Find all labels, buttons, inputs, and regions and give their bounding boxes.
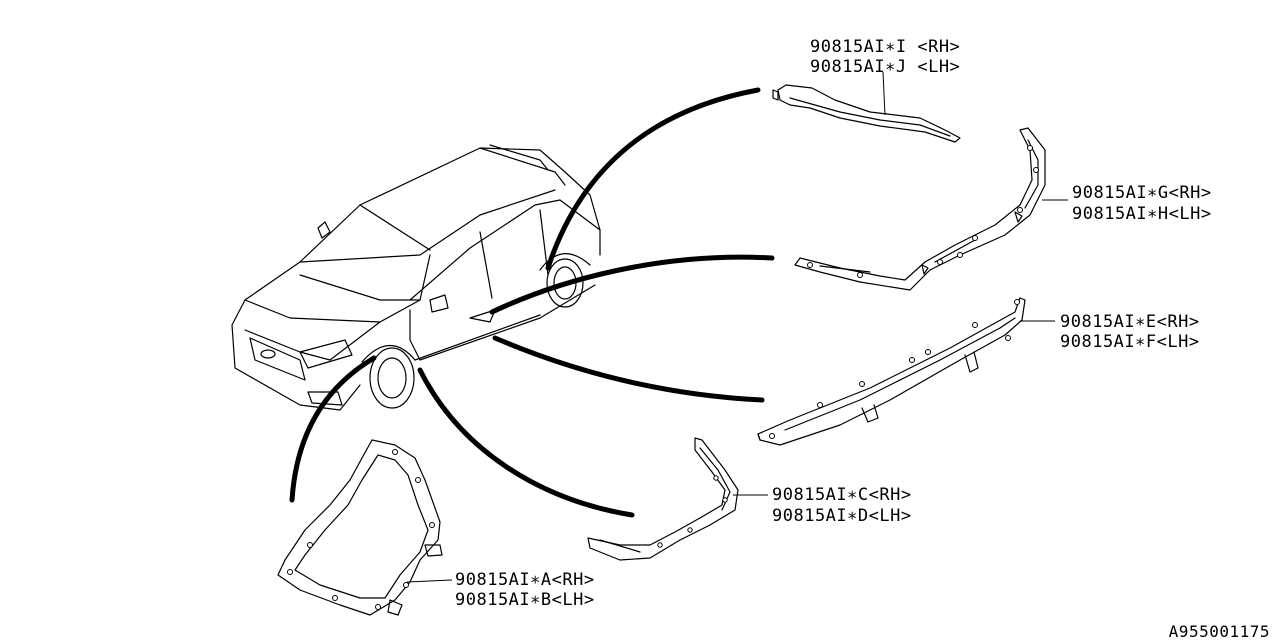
connector-curves xyxy=(289,87,775,518)
callout-labels: 90815AI∗I <RH> 90815AI∗J <LH> 90815AI∗G<… xyxy=(455,37,1212,610)
callout-ef-lh: 90815AI∗F<LH> xyxy=(1060,332,1200,352)
part-cd-insulator xyxy=(587,437,739,561)
connector-curve-ab xyxy=(289,355,377,503)
connector-curve-ij xyxy=(545,87,761,271)
part-ef-insulator xyxy=(757,297,1026,446)
car-illustration xyxy=(231,144,601,411)
callout-gh-lh: 90815AI∗H<LH> xyxy=(1072,204,1212,224)
part-gh-insulator xyxy=(794,127,1046,291)
callout-cd-rh: 90815AI∗C<RH> xyxy=(772,485,912,505)
connector-curve-cd xyxy=(417,367,635,518)
connector-curve-gh xyxy=(489,254,775,315)
leader-line-ij xyxy=(882,71,886,116)
callout-ab-rh: 90815AI∗A<RH> xyxy=(455,570,595,590)
callout-ij-lh: 90815AI∗J <LH> xyxy=(810,57,960,77)
leader-lines xyxy=(406,71,1068,583)
callout-ab-lh: 90815AI∗B<LH> xyxy=(455,590,595,610)
part-ab-insulator xyxy=(277,439,443,616)
diagram-code: A955001175 xyxy=(1169,622,1270,640)
leader-line-ab xyxy=(406,579,453,583)
callout-ij-rh: 90815AI∗I <RH> xyxy=(810,37,960,57)
callout-cd-lh: 90815AI∗D<LH> xyxy=(772,506,912,526)
part-ij-insulator xyxy=(772,84,961,143)
connector-curve-ef xyxy=(492,335,765,403)
callout-ef-rh: 90815AI∗E<RH> xyxy=(1060,312,1200,332)
callout-gh-rh: 90815AI∗G<RH> xyxy=(1072,183,1212,203)
